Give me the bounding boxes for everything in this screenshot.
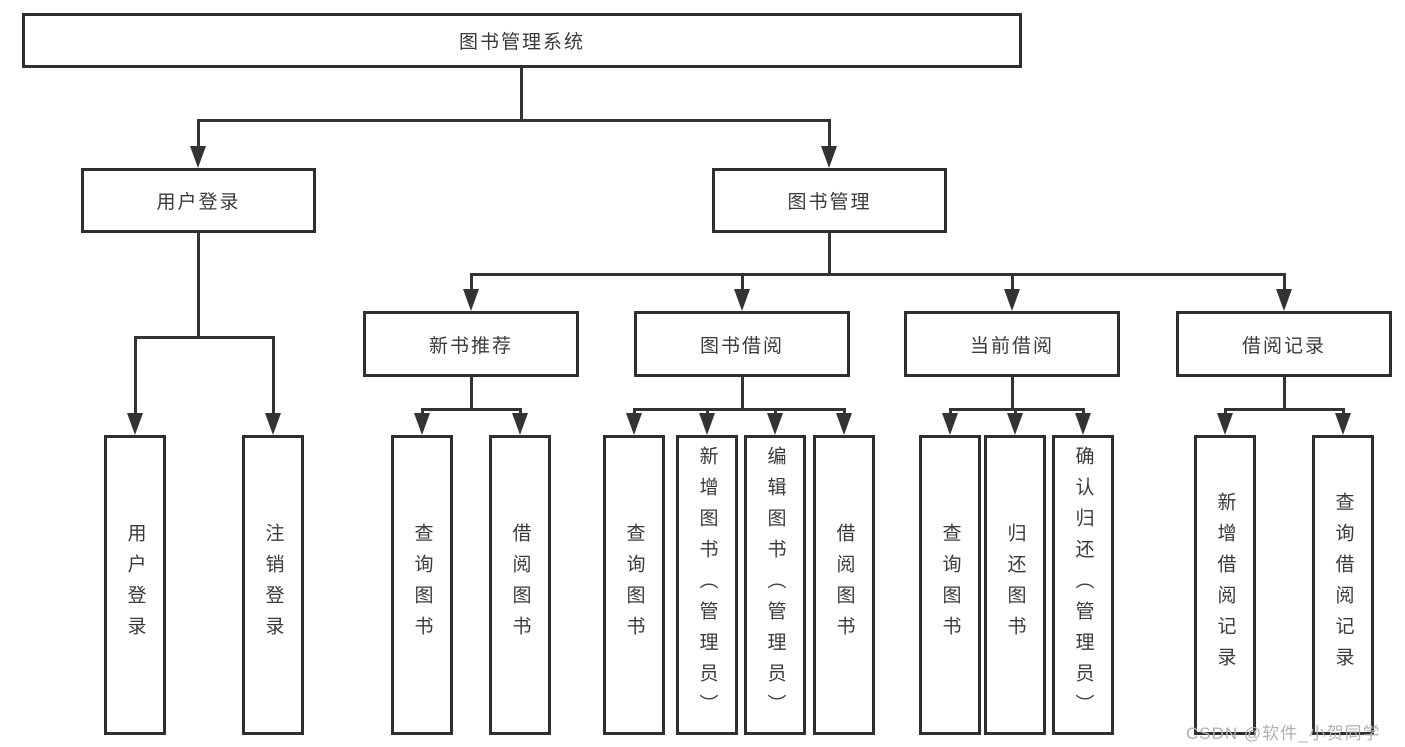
node-library-management-system: 图书管理系统 — [22, 13, 1022, 68]
connector-book-mgmt-branch — [470, 273, 1285, 276]
connector-module-branch — [421, 408, 522, 411]
node-book-management: 图书管理 — [712, 168, 947, 233]
node-borrowing-records: 借阅记录 — [1176, 311, 1392, 377]
leaf-query-books-borrowing: 查询图书 — [603, 435, 665, 735]
connector-root-stub — [520, 68, 523, 120]
connector-to-module — [1011, 273, 1014, 292]
arrowhead-down-icon — [734, 289, 750, 311]
connector-user-login-branch — [134, 336, 275, 339]
node-label: 图书借阅 — [699, 335, 784, 357]
connector-to-leaf — [949, 408, 952, 416]
connector-to-leaf — [774, 408, 777, 416]
connector-to-user-login — [197, 119, 200, 150]
arrowhead-down-icon — [1007, 413, 1023, 435]
leaf-label: 注销登录 — [262, 523, 284, 647]
node-user-login: 用户登录 — [81, 168, 316, 233]
leaf-user-login: 用户登录 — [104, 435, 166, 735]
connector-to-leaf — [272, 336, 275, 416]
leaf-label: 新增图书（管理员） — [696, 445, 718, 725]
leaf-add-borrow-record: 新增借阅记录 — [1194, 435, 1256, 735]
node-label: 图书管理 — [787, 192, 872, 213]
connector-to-book-management — [828, 119, 831, 150]
arrowhead-down-icon — [699, 413, 715, 435]
connector-module-stub — [1283, 377, 1286, 410]
connector-to-leaf — [1082, 408, 1085, 416]
csdn-watermark: CSDN @软件_小贺同学 — [1186, 724, 1381, 743]
leaf-label: 归还图书 — [1004, 523, 1026, 647]
leaf-label: 编辑图书（管理员） — [764, 445, 786, 725]
arrowhead-down-icon — [190, 146, 206, 168]
connector-to-module — [1283, 273, 1286, 292]
leaf-query-books-recommend: 查询图书 — [391, 435, 453, 735]
arrowhead-down-icon — [512, 413, 528, 435]
arrowhead-down-icon — [1075, 413, 1091, 435]
arrowhead-down-icon — [836, 413, 852, 435]
connector-root-branch — [197, 119, 831, 122]
leaf-borrow-books-recommend: 借阅图书 — [489, 435, 551, 735]
connector-to-leaf — [134, 336, 137, 416]
connector-to-leaf — [1224, 408, 1227, 416]
node-label: 新书推荐 — [428, 335, 513, 357]
connector-module-branch — [1224, 408, 1344, 411]
connector-module-stub — [741, 377, 744, 410]
connector-to-module — [470, 273, 473, 292]
arrowhead-down-icon — [463, 289, 479, 311]
arrowhead-down-icon — [127, 413, 143, 435]
arrowhead-down-icon — [1276, 289, 1292, 311]
node-current-borrowing: 当前借阅 — [904, 311, 1120, 377]
node-label: 用户登录 — [156, 192, 241, 213]
leaf-query-books-current: 查询图书 — [919, 435, 981, 735]
node-new-book-recommend: 新书推荐 — [363, 311, 579, 377]
connector-module-stub — [470, 377, 473, 410]
leaf-label: 用户登录 — [124, 523, 146, 647]
node-label: 借阅记录 — [1241, 335, 1326, 357]
leaf-return-books: 归还图书 — [984, 435, 1046, 735]
connector-to-leaf — [1014, 408, 1017, 416]
connector-module-stub — [1011, 377, 1014, 410]
leaf-label: 确认归还（管理员） — [1072, 445, 1094, 725]
connector-to-leaf — [633, 408, 636, 416]
connector-module-branch — [633, 408, 846, 411]
arrowhead-down-icon — [767, 413, 783, 435]
leaf-logout: 注销登录 — [242, 435, 304, 735]
node-label: 当前借阅 — [969, 335, 1054, 357]
arrowhead-down-icon — [942, 413, 958, 435]
arrowhead-down-icon — [1335, 413, 1351, 435]
arrowhead-down-icon — [821, 146, 837, 168]
leaf-label: 查询借阅记录 — [1332, 492, 1354, 678]
leaf-label: 查询图书 — [411, 523, 433, 647]
connector-to-leaf — [519, 408, 522, 416]
arrowhead-down-icon — [1004, 289, 1020, 311]
leaf-label: 新增借阅记录 — [1214, 492, 1236, 678]
leaf-label: 查询图书 — [623, 523, 645, 647]
leaf-borrow-books: 借阅图书 — [813, 435, 875, 735]
leaf-label: 借阅图书 — [833, 523, 855, 647]
leaf-query-borrow-record: 查询借阅记录 — [1312, 435, 1374, 735]
leaf-edit-book-admin: 编辑图书（管理员） — [744, 435, 806, 735]
arrowhead-down-icon — [414, 413, 430, 435]
connector-to-module — [741, 273, 744, 292]
arrowhead-down-icon — [626, 413, 642, 435]
leaf-confirm-return-admin: 确认归还（管理员） — [1052, 435, 1114, 735]
connector-to-leaf — [1342, 408, 1345, 416]
connector-to-leaf — [706, 408, 709, 416]
arrowhead-down-icon — [265, 413, 281, 435]
leaf-label: 借阅图书 — [509, 523, 531, 647]
node-label: 图书管理系统 — [458, 32, 585, 53]
leaf-label: 查询图书 — [939, 523, 961, 647]
connector-book-mgmt-stub — [828, 233, 831, 275]
connector-to-leaf — [421, 408, 424, 416]
leaf-add-book-admin: 新增图书（管理员） — [676, 435, 738, 735]
connector-user-login-stub — [197, 233, 200, 338]
arrowhead-down-icon — [1217, 413, 1233, 435]
connector-to-leaf — [843, 408, 846, 416]
node-book-borrowing: 图书借阅 — [634, 311, 850, 377]
